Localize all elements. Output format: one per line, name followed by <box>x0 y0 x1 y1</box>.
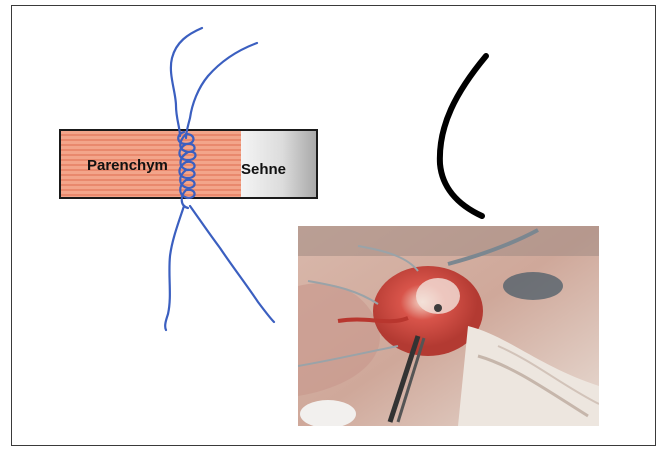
suture-upper-right-strand <box>186 43 257 138</box>
surgical-photo <box>298 226 599 426</box>
suture-lower-right-strand <box>190 206 274 322</box>
surgical-photo-image <box>298 226 599 426</box>
suture-upper-left-strand <box>171 28 202 136</box>
curved-bracket-symbol <box>440 56 486 216</box>
suture-lower-left-strand <box>165 206 184 330</box>
suture-thread <box>165 28 274 330</box>
suture-knot <box>178 132 195 208</box>
